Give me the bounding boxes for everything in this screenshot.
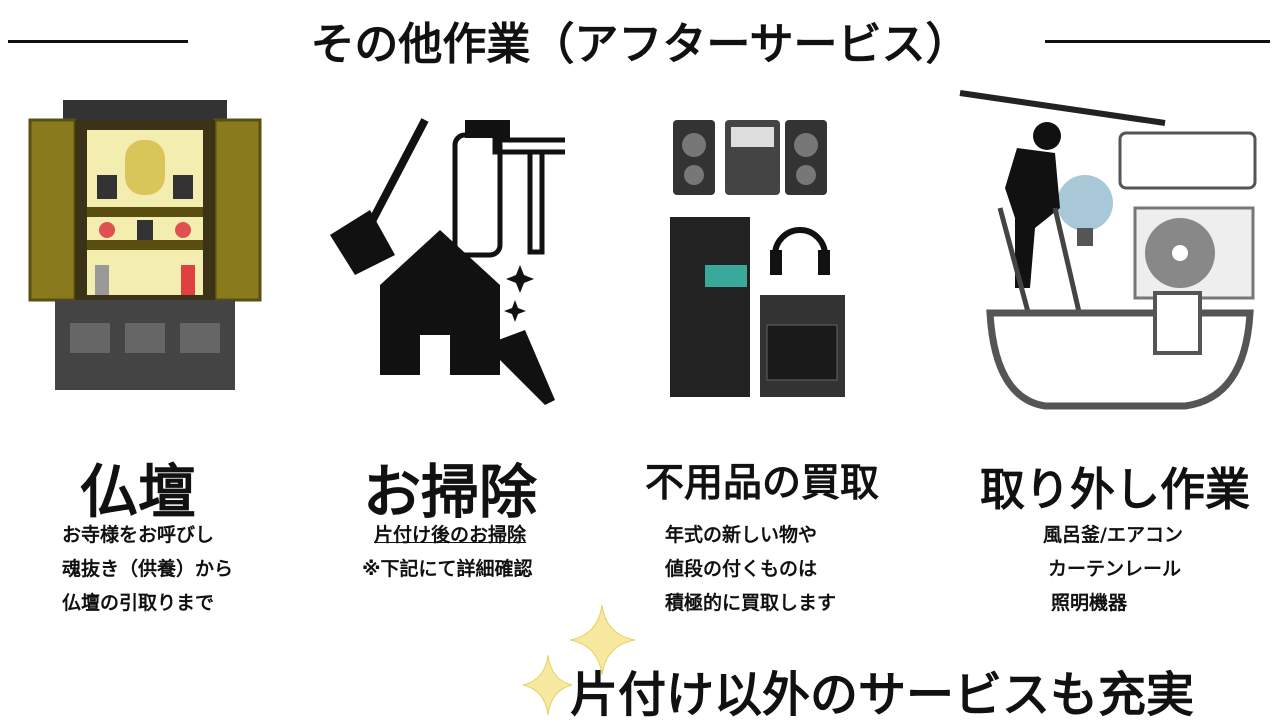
footer-tagline: 片付け以外のサービスも充実 <box>570 667 1195 723</box>
desc-line: 積極的に買取します <box>665 592 837 614</box>
desc-line: お寺様をお呼びし <box>62 524 215 546</box>
desc-line: 照明機器 <box>1051 592 1128 614</box>
desc-line: ※下記にて詳細確認 <box>362 558 533 580</box>
service-desc-butsudan: お寺様をお呼びし 魂抜き（供養）から 仏壇の引取りまで <box>62 518 233 620</box>
desc-line: 片付け後のお掃除 <box>374 524 527 546</box>
removal-work-icon <box>959 90 1257 410</box>
service-heading-buyback: 不用品の買取 <box>645 461 880 506</box>
service-heading-butsudan: 仏壇 <box>80 458 197 526</box>
butsudan-icon <box>28 100 262 390</box>
desc-line: 値段の付くものは <box>665 558 818 580</box>
title-rule-right <box>1045 40 1270 43</box>
desc-line: 仏壇の引取りまで <box>62 592 215 614</box>
desc-line: カーテンレール <box>1048 558 1182 580</box>
page-title: その他作業（アフターサービス） <box>310 19 970 70</box>
appliances-icon <box>670 120 845 397</box>
service-desc-buyback: 年式の新しい物や 値段の付くものは 積極的に買取します <box>665 518 836 620</box>
desc-line: 風呂釜/エアコン <box>1043 524 1183 546</box>
desc-line: 年式の新しい物や <box>665 524 818 546</box>
service-heading-cleaning: お掃除 <box>363 458 538 526</box>
desc-line: 魂抜き（供養）から <box>62 558 234 580</box>
house-cleaning-icon <box>330 118 565 405</box>
service-desc-cleaning: 片付け後のお掃除 ※下記にて詳細確認 <box>362 518 532 586</box>
sparkle-icon <box>522 604 636 716</box>
service-desc-removal: 風呂釜/エアコン カーテンレール 照明機器 <box>1043 518 1183 620</box>
service-heading-removal: 取り外し作業 <box>980 463 1251 516</box>
title-rule-left <box>8 40 188 43</box>
